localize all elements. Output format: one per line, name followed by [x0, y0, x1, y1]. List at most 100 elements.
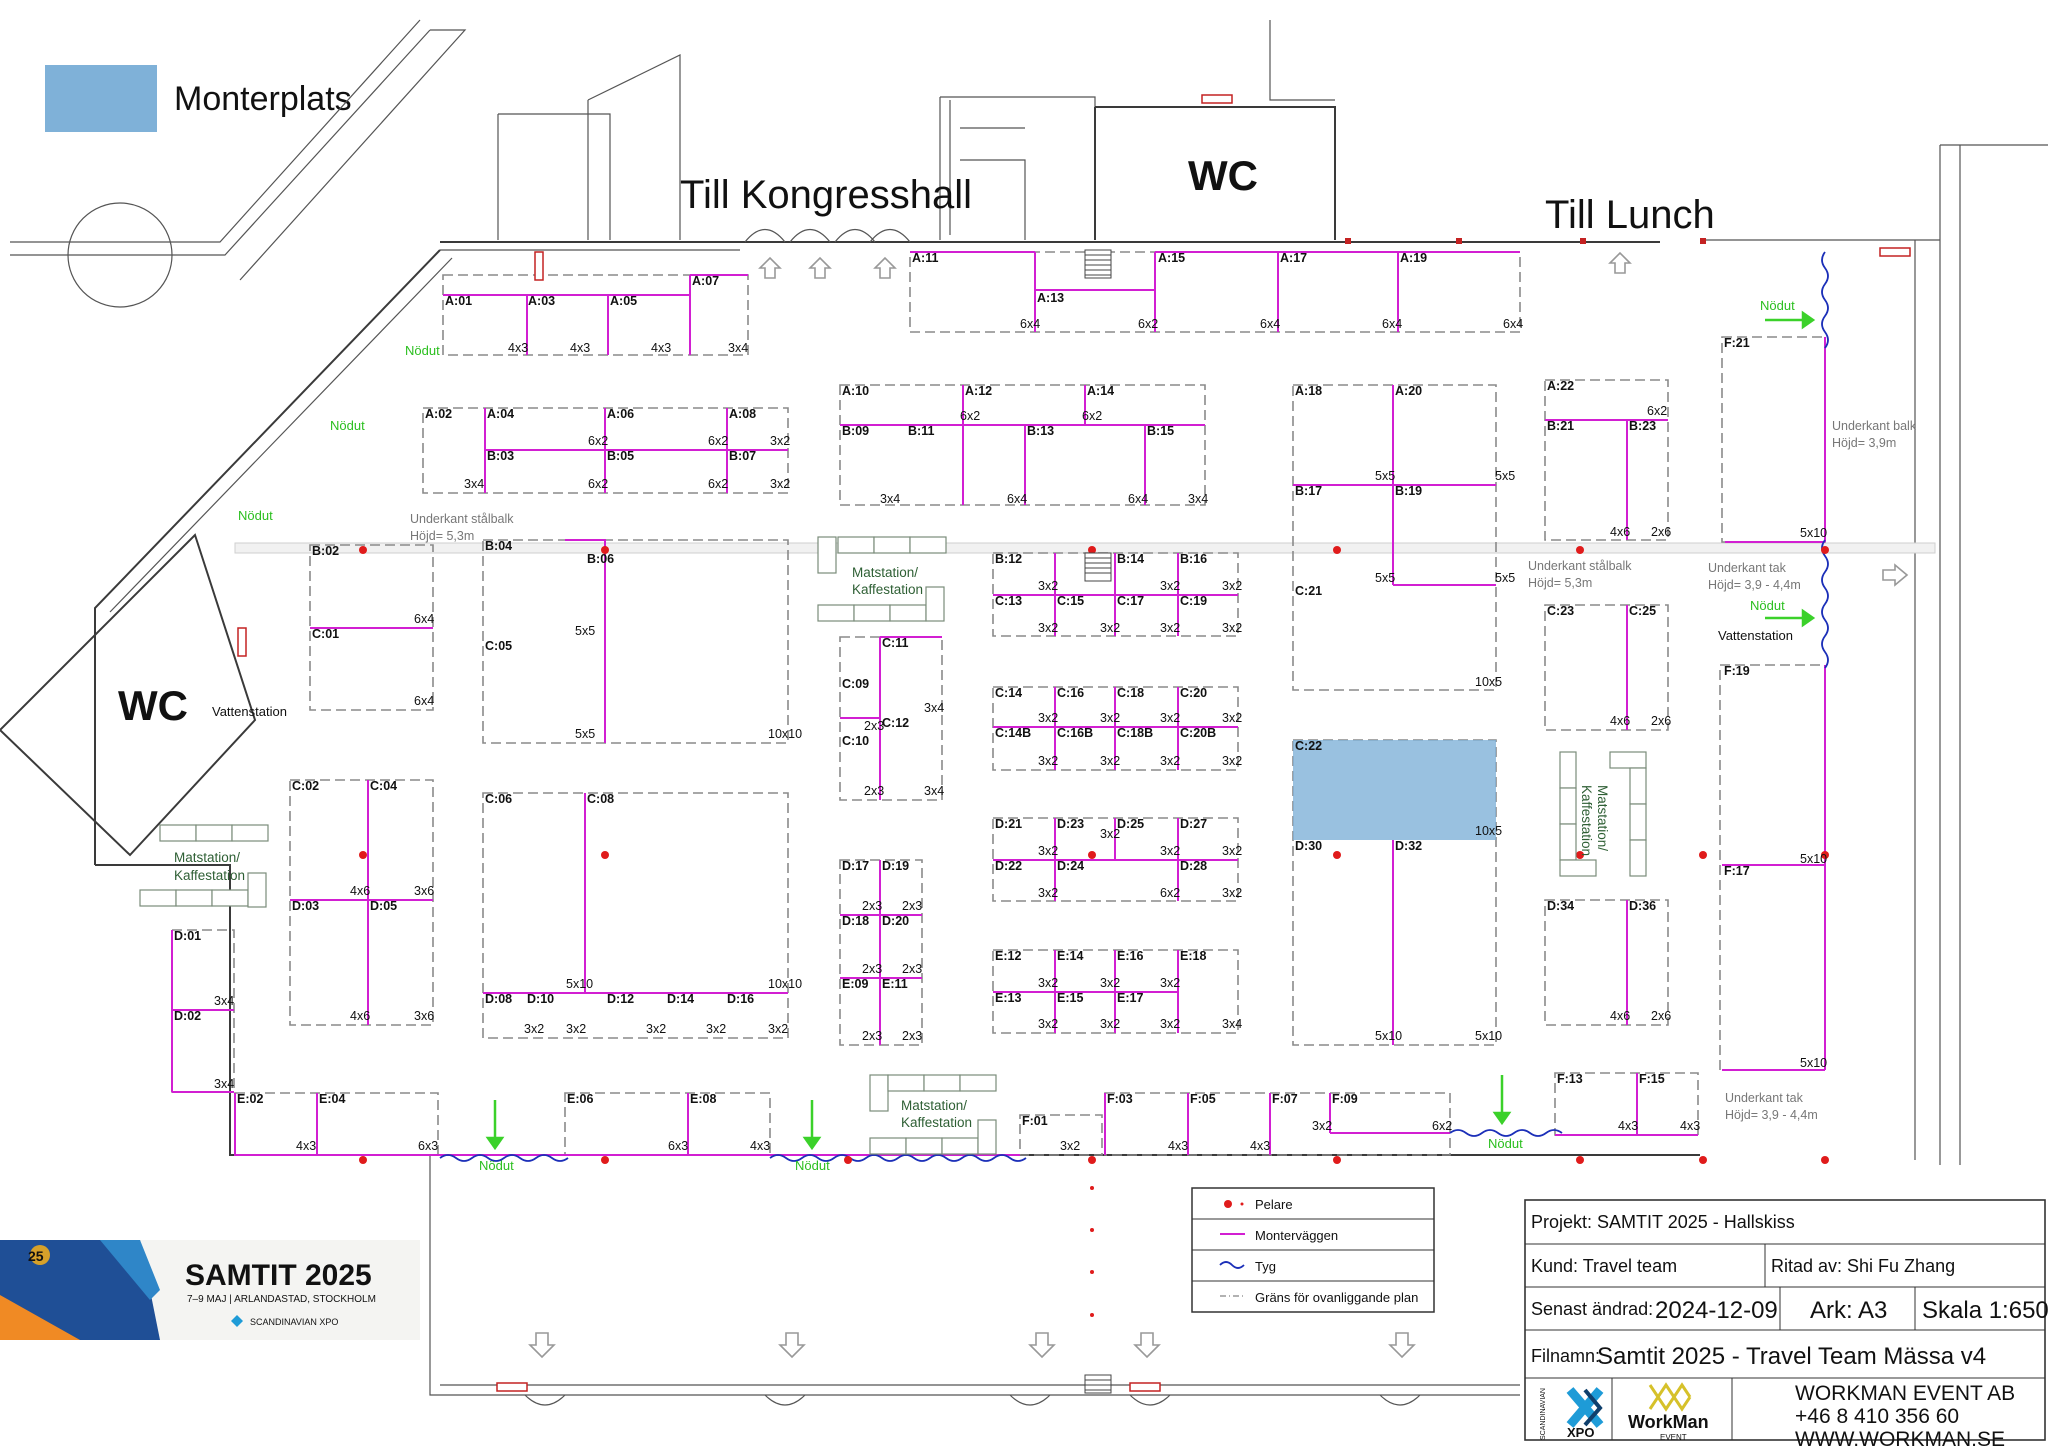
booth-size-c10: 2x3 [864, 784, 884, 798]
booth-id-a01: A:01 [445, 294, 472, 308]
booth-size-b02: 6x4 [414, 612, 434, 626]
booth-id-d20: D:20 [882, 914, 909, 928]
booth-id-a15: A:15 [1158, 251, 1185, 265]
matstation-2-b: Kaffestation [174, 868, 245, 883]
booth-size-b19: 5x5 [1495, 571, 1515, 585]
booth-size-b11: 6x4 [1007, 492, 1027, 506]
booth-id-d32: D:32 [1395, 839, 1422, 853]
booth-size-f03: 4x3 [1168, 1139, 1188, 1153]
matstation-3-b: Kaffestation [901, 1115, 972, 1130]
booth-id-c08: C:08 [587, 792, 614, 806]
stalbalk-1: Underkant stålbalk [410, 512, 514, 526]
booth-size-d10: 3x2 [566, 1022, 586, 1036]
booth-size-e02: 4x3 [296, 1139, 316, 1153]
booth-size-e16: 3x2 [1160, 976, 1180, 990]
booth-id-b23: B:23 [1629, 419, 1656, 433]
legend-montervagg: Monterväggen [1255, 1228, 1338, 1243]
booth-id-d08: D:08 [485, 992, 512, 1006]
booth-id-e15: E:15 [1057, 991, 1083, 1005]
booth-id-a18: A:18 [1295, 384, 1322, 398]
booth-id-b02: B:02 [312, 544, 339, 558]
samtit-logo: 25 SAMTIT 2025 7–9 MAJ | ARLANDASTAD, ST… [0, 1240, 420, 1340]
booth-size-e08: 4x3 [750, 1139, 770, 1153]
booth-id-b15: B:15 [1147, 424, 1174, 438]
booth-id-c01: C:01 [312, 627, 339, 641]
booth-size-a19: 6x4 [1503, 317, 1523, 331]
booth-id-a10: A:10 [842, 384, 869, 398]
booth-size-c25: 2x6 [1651, 714, 1671, 728]
booth-size-a05: 4x3 [651, 341, 671, 355]
booth-size-a01: 4x3 [508, 341, 528, 355]
tb-filnamn: Samtit 2025 - Travel Team Mässa v4 [1597, 1343, 1986, 1370]
booth-id-e04: E:04 [319, 1092, 345, 1106]
booth-id-a17: A:17 [1280, 251, 1307, 265]
tb-phone: +46 8 410 356 60 [1795, 1405, 1959, 1428]
booth-size-d25: 3x2 [1160, 844, 1180, 858]
booth-size-e11: 2x3 [902, 1029, 922, 1043]
booth-id-b09: B:09 [842, 424, 869, 438]
booth-id-a05: A:05 [610, 294, 637, 308]
workman-logo: WorkMan EVENT [1628, 1382, 1709, 1442]
booth-size-b05: 6x2 [708, 477, 728, 491]
booth-size-c22: 10x5 [1475, 824, 1502, 838]
booth-size-b23: 2x6 [1651, 525, 1671, 539]
balk-1-h: Höjd= 3,9m [1832, 436, 1896, 450]
booth-id-c15: C:15 [1057, 594, 1084, 608]
booth-id-b21: B:21 [1547, 419, 1574, 433]
booth-id-d22: D:22 [995, 859, 1022, 873]
booth-id-a07: A:07 [692, 274, 719, 288]
booth-id-c05: C:05 [485, 639, 512, 653]
vattenstation-right: Vattenstation [1718, 628, 1793, 643]
booth-id-d05: D:05 [370, 899, 397, 913]
booth-id-c04: C:04 [370, 779, 397, 793]
booth-id-d24: D:24 [1057, 859, 1084, 873]
booth-size-c05: 5x5 [575, 727, 595, 741]
booth-id-c14b: C:14B [995, 726, 1031, 740]
booth-size-c14: 3x2 [1038, 711, 1058, 725]
booth-size-c20b: 3x2 [1222, 754, 1242, 768]
wc-label-top: WC [1188, 152, 1258, 199]
booth-id-e14: E:14 [1057, 949, 1083, 963]
booth-size-c16: 3x2 [1100, 711, 1120, 725]
booth-size-e04: 6x3 [418, 1139, 438, 1153]
booth-id-c20: C:20 [1180, 686, 1207, 700]
booth-size-d34: 4x6 [1610, 1009, 1630, 1023]
small-red-markers [1345, 238, 1706, 244]
booth-id-b16: B:16 [1180, 552, 1207, 566]
booth-size-a17: 6x4 [1382, 317, 1402, 331]
matstation-4-a: Matstation/ [1595, 785, 1610, 851]
booth-labels: A:014x3A:034x3A:054x3A:073x4A:023x4A:046… [174, 251, 1827, 1153]
nodut-5: Nödut [1750, 598, 1785, 613]
booth-id-f13: F:13 [1557, 1072, 1583, 1086]
booth-size-c18: 3x2 [1160, 711, 1180, 725]
booth-id-c23: C:23 [1547, 604, 1574, 618]
booth-size-c20: 3x2 [1222, 711, 1242, 725]
booth-size-f13: 4x3 [1618, 1119, 1638, 1133]
matstation-2-a: Matstation/ [174, 850, 240, 865]
booth-id-f05: F:05 [1190, 1092, 1216, 1106]
booth-id-a12: A:12 [965, 384, 992, 398]
tb-filnamn-label: Filnamn: [1531, 1346, 1600, 1366]
booth-size-d14: 3x2 [706, 1022, 726, 1036]
booth-id-c20b: C:20B [1180, 726, 1216, 740]
tb-projekt: Projekt: SAMTIT 2025 - Hallskiss [1531, 1212, 1795, 1232]
booth-id-c16b: C:16B [1057, 726, 1093, 740]
booth-size-c23: 4x6 [1610, 714, 1630, 728]
booth-size-a07: 3x4 [728, 341, 748, 355]
booth-id-e13: E:13 [995, 991, 1021, 1005]
booth-id-d36: D:36 [1629, 899, 1656, 913]
booth-id-b05: B:05 [607, 449, 634, 463]
tak-1-h: Höjd= 3,9 - 4,4m [1708, 578, 1801, 592]
till-lunch-label: Till Lunch [1545, 193, 1715, 237]
booth-id-c14: C:14 [995, 686, 1022, 700]
tb-senast: 2024-12-09 [1655, 1297, 1778, 1324]
doors [524, 228, 1421, 1406]
booth-id-d02: D:02 [174, 1009, 201, 1023]
booth-id-d14: D:14 [667, 992, 694, 1006]
tak-2: Underkant tak [1725, 1091, 1804, 1105]
nodut-7: Nödut [795, 1158, 830, 1173]
booth-size-c01: 6x4 [414, 694, 434, 708]
tak-1: Underkant tak [1708, 561, 1787, 575]
booth-size-e15: 3x2 [1100, 1017, 1120, 1031]
booth-id-a20: A:20 [1395, 384, 1422, 398]
